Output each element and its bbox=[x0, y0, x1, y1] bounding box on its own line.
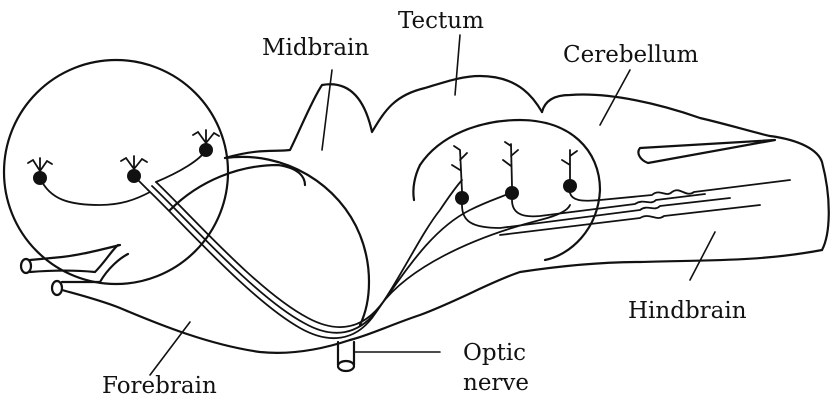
optic-fiber-2 bbox=[152, 186, 512, 333]
forebrain-lower-outline bbox=[62, 290, 350, 353]
brain-upper-outline bbox=[225, 76, 542, 158]
forebrain-inner-arc bbox=[170, 165, 305, 210]
label-forebrain: Forebrain bbox=[102, 373, 217, 399]
tectum-front-arc bbox=[413, 165, 420, 200]
hindbrain-lower-outline bbox=[350, 250, 822, 340]
optic-fiber-3 bbox=[156, 182, 570, 327]
leader-hindbrain bbox=[690, 232, 715, 280]
eye-neuron-2 bbox=[121, 156, 147, 183]
tectal-neuron-3 bbox=[562, 150, 577, 193]
tectal-neuron-1 bbox=[452, 146, 469, 205]
tectal-neuron-2 bbox=[503, 142, 519, 200]
midbrain-inner-arc bbox=[225, 157, 369, 325]
label-optic-line2: nerve bbox=[463, 370, 529, 396]
eye-neuron-3-axon bbox=[156, 150, 206, 182]
tectal-output-2 bbox=[512, 194, 705, 216]
label-hindbrain: Hindbrain bbox=[628, 298, 747, 324]
label-tectum: Tectum bbox=[398, 8, 484, 34]
leader-forebrain bbox=[150, 322, 190, 375]
optic-nerve-end bbox=[338, 361, 354, 371]
olfactory-stalk-lower bbox=[62, 254, 128, 282]
eye-neuron-3 bbox=[193, 130, 219, 157]
label-cerebellum: Cerebellum bbox=[563, 42, 699, 68]
label-optic-line1: Optic bbox=[463, 340, 526, 366]
label-midbrain: Midbrain bbox=[262, 35, 369, 61]
cerebellum-outline bbox=[542, 95, 829, 250]
leader-midbrain bbox=[322, 70, 332, 150]
olfactory-bulb-1 bbox=[21, 259, 31, 273]
olfactory-bulb-2 bbox=[52, 281, 62, 295]
cerebellum-wedge bbox=[638, 140, 775, 163]
leader-tectum bbox=[455, 35, 460, 95]
eye-neuron-1 bbox=[28, 158, 52, 185]
